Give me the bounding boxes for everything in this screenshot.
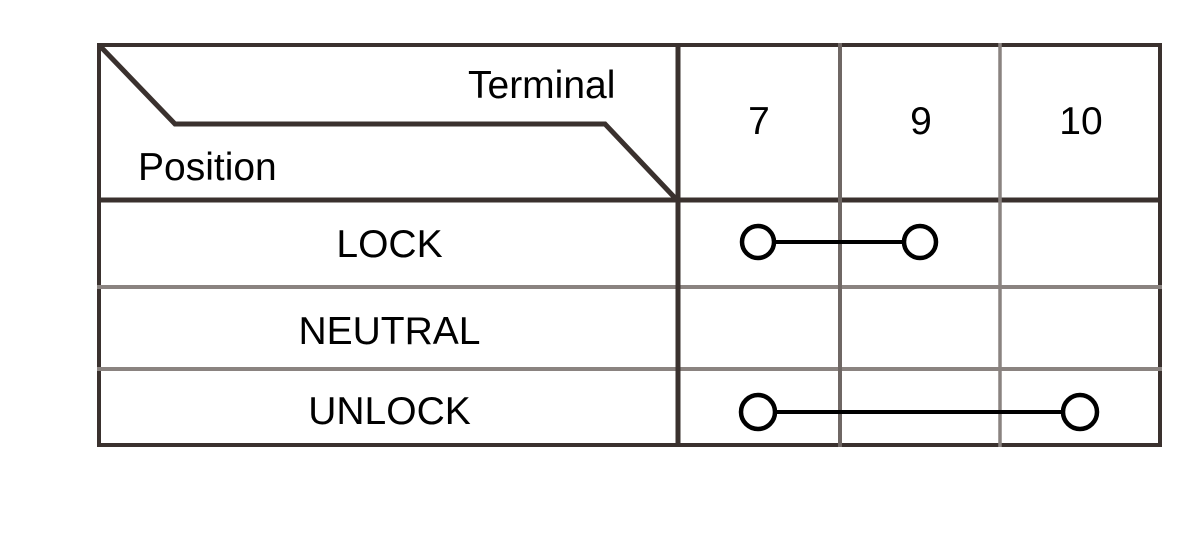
row-label-lock: LOCK bbox=[336, 223, 443, 266]
row-label-unlock: UNLOCK bbox=[308, 390, 471, 433]
position-axis-label: Position bbox=[138, 146, 277, 189]
column-header-terminal-7: 7 bbox=[748, 100, 770, 143]
column-header-terminal-10: 10 bbox=[1059, 100, 1103, 143]
column-header-terminal-9: 9 bbox=[910, 100, 932, 143]
terminal-axis-label: Terminal bbox=[468, 64, 616, 107]
row-label-neutral: NEUTRAL bbox=[298, 310, 481, 353]
